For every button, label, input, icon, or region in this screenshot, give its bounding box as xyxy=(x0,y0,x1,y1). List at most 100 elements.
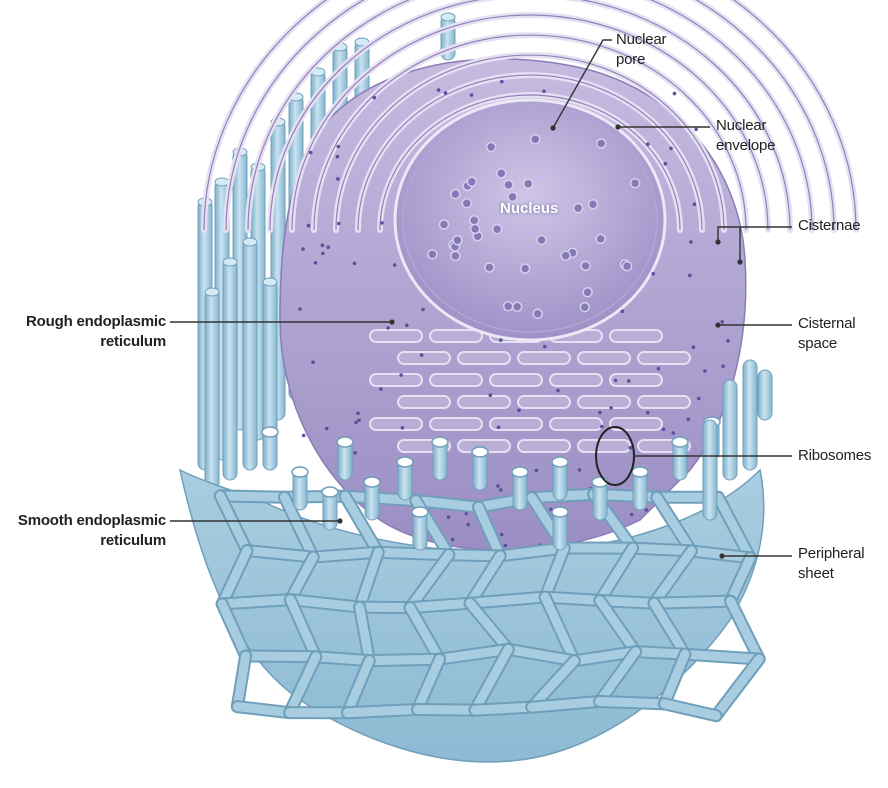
smooth-er-connector-fill xyxy=(222,600,290,604)
nuclear-pore-dot xyxy=(533,309,542,318)
ribosome-dot xyxy=(353,451,357,455)
label-nuclear-envelope: Nuclear envelope xyxy=(716,116,775,156)
ribosome-dot xyxy=(437,88,441,92)
leader-dot-rough-er xyxy=(389,319,394,324)
nuclear-pore-dot xyxy=(537,236,546,245)
label-rough-er: Rough endoplasmic reticulum xyxy=(26,312,166,352)
ribosome-dot xyxy=(629,446,633,450)
smooth-er-tube-opening xyxy=(263,278,277,286)
nuclear-pore-dot xyxy=(485,263,494,272)
smooth-er-connector-fill xyxy=(410,603,470,607)
ribosome-dot xyxy=(598,411,602,415)
smooth-er-connector-fill xyxy=(347,709,417,712)
smooth-er-tube xyxy=(243,240,257,470)
ribosome-dot xyxy=(337,145,341,149)
smooth-er-tube-opening xyxy=(472,447,488,457)
ribosome-dot xyxy=(651,272,655,276)
nuclear-pore-dot xyxy=(561,251,570,260)
ribosome-dot xyxy=(662,428,666,432)
label-cisternal-space-line1: Cisternal xyxy=(798,314,855,334)
ribosome-dot xyxy=(470,93,474,97)
nuclear-pore-dot xyxy=(583,288,592,297)
ribosome-dot xyxy=(311,360,315,364)
cisterna-segment xyxy=(610,330,662,342)
leader-dot-nuclear-pore xyxy=(550,125,555,130)
smooth-er-tube xyxy=(205,290,219,490)
ribosome-dot xyxy=(301,247,305,251)
nuclear-pore-dot xyxy=(580,303,589,312)
ribosome-dot xyxy=(688,274,692,278)
cisterna-segment xyxy=(398,352,450,364)
smooth-er-tube-opening xyxy=(632,467,648,477)
ribosome-dot xyxy=(720,320,724,324)
ribosome-dot xyxy=(500,533,504,537)
smooth-er-tube-opening xyxy=(337,437,353,447)
nuclear-pore-dot xyxy=(531,135,540,144)
nuclear-pore-dot xyxy=(493,225,502,234)
smooth-er-connector-fill xyxy=(360,607,410,608)
ribosome-dot xyxy=(298,307,302,311)
ribosome-dot xyxy=(542,90,546,94)
ribosome-dot xyxy=(726,339,730,343)
smooth-er-connector-fill xyxy=(470,597,545,603)
ribosome-dot xyxy=(556,389,560,393)
ribosome-dot xyxy=(451,538,455,542)
label-rough-er-line1: Rough endoplasmic xyxy=(26,312,166,332)
label-ribosomes: Ribosomes xyxy=(798,446,871,466)
label-peripheral-sheet-line2: sheet xyxy=(798,564,864,584)
ribosome-dot xyxy=(337,222,341,226)
ribosome-dot xyxy=(444,91,448,95)
ribosome-dot xyxy=(657,367,661,371)
ribosome-dot xyxy=(687,418,691,422)
ribosome-dot xyxy=(466,523,470,527)
ribosome-dot xyxy=(325,427,329,431)
cisterna-segment xyxy=(458,396,510,408)
ribosome-dot xyxy=(504,544,508,548)
smooth-er-connector-fill xyxy=(532,701,600,707)
nuclear-pore-dot xyxy=(513,302,522,311)
leader-dot-smooth-er xyxy=(337,518,342,523)
smooth-er-connector-fill xyxy=(417,709,474,710)
nuclear-pore-dot xyxy=(467,177,476,186)
ribosome-dot xyxy=(697,397,701,401)
ribosome-dot xyxy=(721,365,725,369)
smooth-er-tube-opening xyxy=(441,13,455,21)
label-ribosomes-line1: Ribosomes xyxy=(798,446,871,466)
leader-dot-cisternae-2 xyxy=(737,259,742,264)
ribosome-dot xyxy=(336,177,340,181)
cisterna-segment xyxy=(518,396,570,408)
ribosome-dot xyxy=(309,151,313,155)
ribosome-dot xyxy=(703,369,707,373)
nuclear-pore-dot xyxy=(504,302,513,311)
cisterna-segment xyxy=(518,352,570,364)
ribosome-dot xyxy=(307,224,311,228)
ribosome-dot xyxy=(614,379,618,383)
ribosome-dot xyxy=(357,419,361,423)
ribosome-dot xyxy=(500,80,504,84)
label-nuclear-pore-line2: pore xyxy=(616,50,666,70)
label-cisternae: Cisternae xyxy=(798,216,860,236)
nuclear-pore-dot xyxy=(521,264,530,273)
smooth-er-tube xyxy=(703,420,717,520)
nuclear-pore-dot xyxy=(470,216,479,225)
ribosome-dot xyxy=(314,261,318,265)
ribosome-dot xyxy=(645,508,649,512)
cisterna-segment xyxy=(430,374,482,386)
nuclear-pore-dot xyxy=(596,234,605,243)
ribosome-dot xyxy=(578,468,582,472)
ribosome-dot xyxy=(609,406,613,410)
ribosome-dot xyxy=(694,128,698,132)
ribosome-dot xyxy=(354,421,358,425)
cisterna-segment xyxy=(518,440,570,452)
label-nuclear-envelope-line2: envelope xyxy=(716,136,775,156)
label-cisternal-space-line2: space xyxy=(798,334,855,354)
label-cisternae-line1: Cisternae xyxy=(798,216,860,236)
ribosome-dot xyxy=(672,431,676,435)
cisterna-segment xyxy=(430,330,482,342)
nuclear-pore-dot xyxy=(428,250,437,259)
cisterna-segment xyxy=(638,396,690,408)
ribosome-dot xyxy=(499,488,503,492)
nuclear-pore-dot xyxy=(451,190,460,199)
ribosome-dot xyxy=(535,469,539,473)
smooth-er-tube-opening xyxy=(512,467,528,477)
